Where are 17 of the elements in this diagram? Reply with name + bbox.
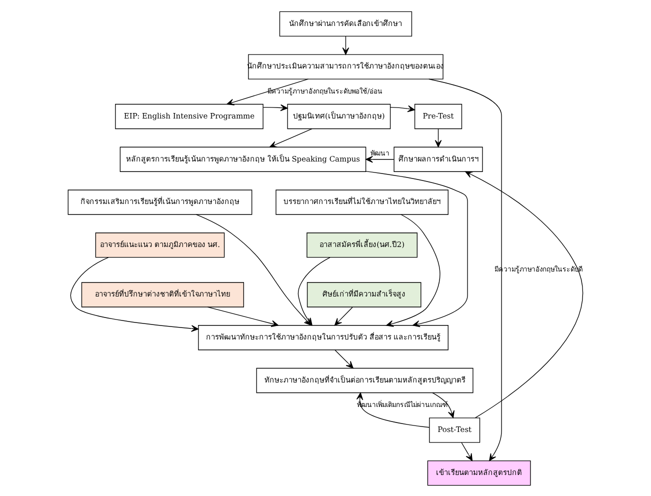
arrow bbox=[334, 349, 354, 368]
arrow bbox=[207, 306, 279, 326]
arrow bbox=[70, 256, 199, 332]
arrow bbox=[461, 442, 473, 461]
arrow bbox=[432, 392, 455, 418]
arrow bbox=[334, 306, 353, 326]
arrow bbox=[428, 78, 502, 461]
arrow bbox=[269, 128, 312, 148]
arrow bbox=[226, 78, 309, 105]
arrow bbox=[434, 128, 442, 147]
arrow bbox=[366, 155, 394, 162]
arrow bbox=[366, 170, 468, 327]
arrow bbox=[390, 104, 416, 112]
arrow bbox=[386, 214, 440, 326]
arrow bbox=[262, 104, 288, 111]
arrow bbox=[342, 36, 350, 54]
arrow bbox=[465, 170, 583, 418]
